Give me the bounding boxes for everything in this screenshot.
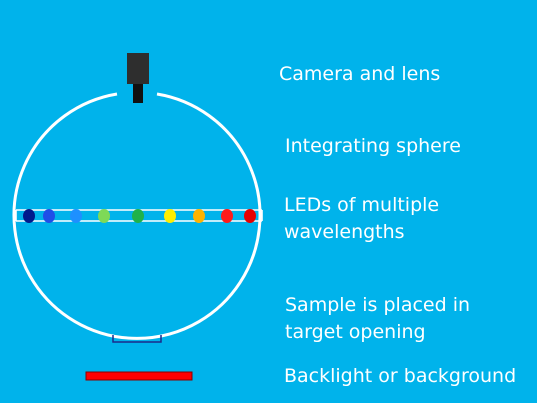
led-8 xyxy=(221,209,233,223)
label-sample-line-2: target opening xyxy=(285,321,426,343)
label-backlight: Backlight or background xyxy=(284,365,517,387)
led-1 xyxy=(23,209,35,223)
backlight-bar xyxy=(85,371,193,381)
label-leds-line-2: wavelengths xyxy=(284,221,405,243)
led-5 xyxy=(132,209,144,223)
target-opening xyxy=(112,335,162,343)
label-sample-line-1: Sample is placed in xyxy=(285,294,471,316)
led-4 xyxy=(98,209,110,223)
led-9 xyxy=(244,209,256,223)
label-camera-and-lens: Camera and lens xyxy=(279,63,441,85)
camera-body xyxy=(127,53,149,84)
label-leds-line-1: LEDs of multiple xyxy=(284,194,440,216)
integrating-sphere-outline xyxy=(12,92,262,340)
led-2 xyxy=(43,209,55,223)
led-6 xyxy=(164,209,176,223)
label-integrating-sphere: Integrating sphere xyxy=(285,135,461,157)
led-group xyxy=(23,209,256,223)
camera-lens xyxy=(133,84,143,103)
led-3 xyxy=(70,209,82,223)
led-7 xyxy=(193,209,205,223)
